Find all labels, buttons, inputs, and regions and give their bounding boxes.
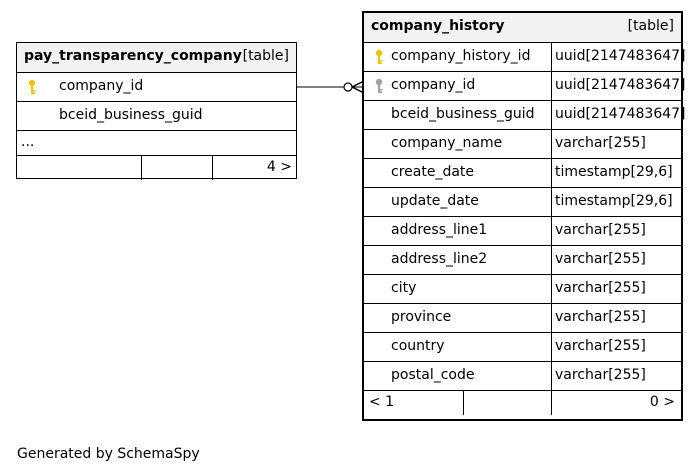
children-count: 0 > bbox=[649, 394, 675, 410]
table-header: company_history [table] bbox=[364, 13, 681, 43]
table-kind: [table] bbox=[242, 48, 289, 64]
column-type: uuid[2147483647] bbox=[555, 48, 686, 64]
column-name: company_name bbox=[391, 135, 503, 151]
column-row[interactable]: bceid_business_guid bbox=[17, 102, 296, 131]
column-type: varchar[255] bbox=[555, 135, 646, 151]
column-row[interactable]: update_date timestamp[29,6] bbox=[364, 188, 681, 217]
column-type: timestamp[29,6] bbox=[555, 193, 673, 209]
footer-cell-children: 0 > bbox=[552, 391, 681, 415]
table-kind: [table] bbox=[627, 18, 674, 34]
column-type: varchar[255] bbox=[555, 338, 646, 354]
column-name: city bbox=[391, 280, 417, 296]
column-row[interactable]: bceid_business_guid uuid[2147483647] bbox=[364, 101, 686, 130]
table-footer: < 1 0 > bbox=[364, 391, 681, 415]
column-name: address_line2 bbox=[391, 251, 488, 267]
column-row[interactable]: city varchar[255] bbox=[364, 275, 681, 304]
column-name: company_id bbox=[391, 77, 476, 93]
column-type: varchar[255] bbox=[555, 309, 646, 325]
column-name: address_line1 bbox=[391, 222, 488, 238]
primary-key-icon bbox=[374, 49, 384, 65]
column-row[interactable]: company_history_id uuid[2147483647] bbox=[364, 43, 686, 72]
column-row[interactable]: address_line1 varchar[255] bbox=[364, 217, 681, 246]
column-name: bceid_business_guid bbox=[391, 106, 535, 122]
footer-cell-empty bbox=[17, 156, 142, 180]
footer-cell-children: 4 > bbox=[213, 156, 296, 180]
column-type: varchar[255] bbox=[555, 280, 646, 296]
table-company-history[interactable]: company_history [table] company_history_… bbox=[362, 11, 686, 421]
footer-cell-empty bbox=[142, 156, 213, 180]
children-count: 4 > bbox=[266, 159, 292, 175]
column-row[interactable]: company_name varchar[255] bbox=[364, 130, 681, 159]
column-row[interactable]: create_date timestamp[29,6] bbox=[364, 159, 681, 188]
footer-cell-parents: < 1 bbox=[364, 391, 464, 415]
column-row[interactable]: country varchar[255] bbox=[364, 333, 681, 362]
column-type: uuid[2147483647] bbox=[555, 106, 686, 122]
column-type: uuid[2147483647] bbox=[555, 77, 686, 93]
column-row[interactable]: province varchar[255] bbox=[364, 304, 681, 333]
parents-count: < 1 bbox=[369, 394, 395, 410]
generated-by-note: Generated by SchemaSpy bbox=[17, 446, 200, 462]
column-name: company_history_id bbox=[391, 48, 531, 64]
column-row[interactable]: company_id uuid[2147483647] bbox=[364, 72, 686, 101]
column-name: country bbox=[391, 338, 445, 354]
table-pay-transparency-company[interactable]: pay_transparency_company [table] company… bbox=[16, 42, 297, 180]
column-type: varchar[255] bbox=[555, 222, 646, 238]
column-name: create_date bbox=[391, 164, 475, 180]
ellipsis-text: ... bbox=[21, 134, 35, 150]
column-row[interactable]: address_line2 varchar[255] bbox=[364, 246, 681, 275]
table-name: company_history bbox=[371, 18, 505, 34]
column-name: update_date bbox=[391, 193, 479, 209]
table-header: pay_transparency_company [table] bbox=[17, 43, 296, 73]
column-type: varchar[255] bbox=[555, 367, 646, 383]
column-type: timestamp[29,6] bbox=[555, 164, 673, 180]
more-columns: ... bbox=[17, 131, 296, 156]
column-row[interactable]: company_id bbox=[17, 73, 296, 102]
column-name: company_id bbox=[59, 78, 144, 94]
column-divider bbox=[551, 43, 552, 392]
foreign-key-icon bbox=[374, 78, 384, 94]
table-footer: 4 > bbox=[17, 156, 296, 180]
table-name: pay_transparency_company bbox=[24, 48, 242, 64]
footer-cell-empty bbox=[464, 391, 552, 415]
column-name: bceid_business_guid bbox=[59, 107, 203, 123]
column-row[interactable]: postal_code varchar[255] bbox=[364, 362, 681, 391]
column-type: varchar[255] bbox=[555, 251, 646, 267]
primary-key-icon bbox=[27, 79, 37, 95]
column-name: postal_code bbox=[391, 367, 475, 383]
column-name: province bbox=[391, 309, 452, 325]
